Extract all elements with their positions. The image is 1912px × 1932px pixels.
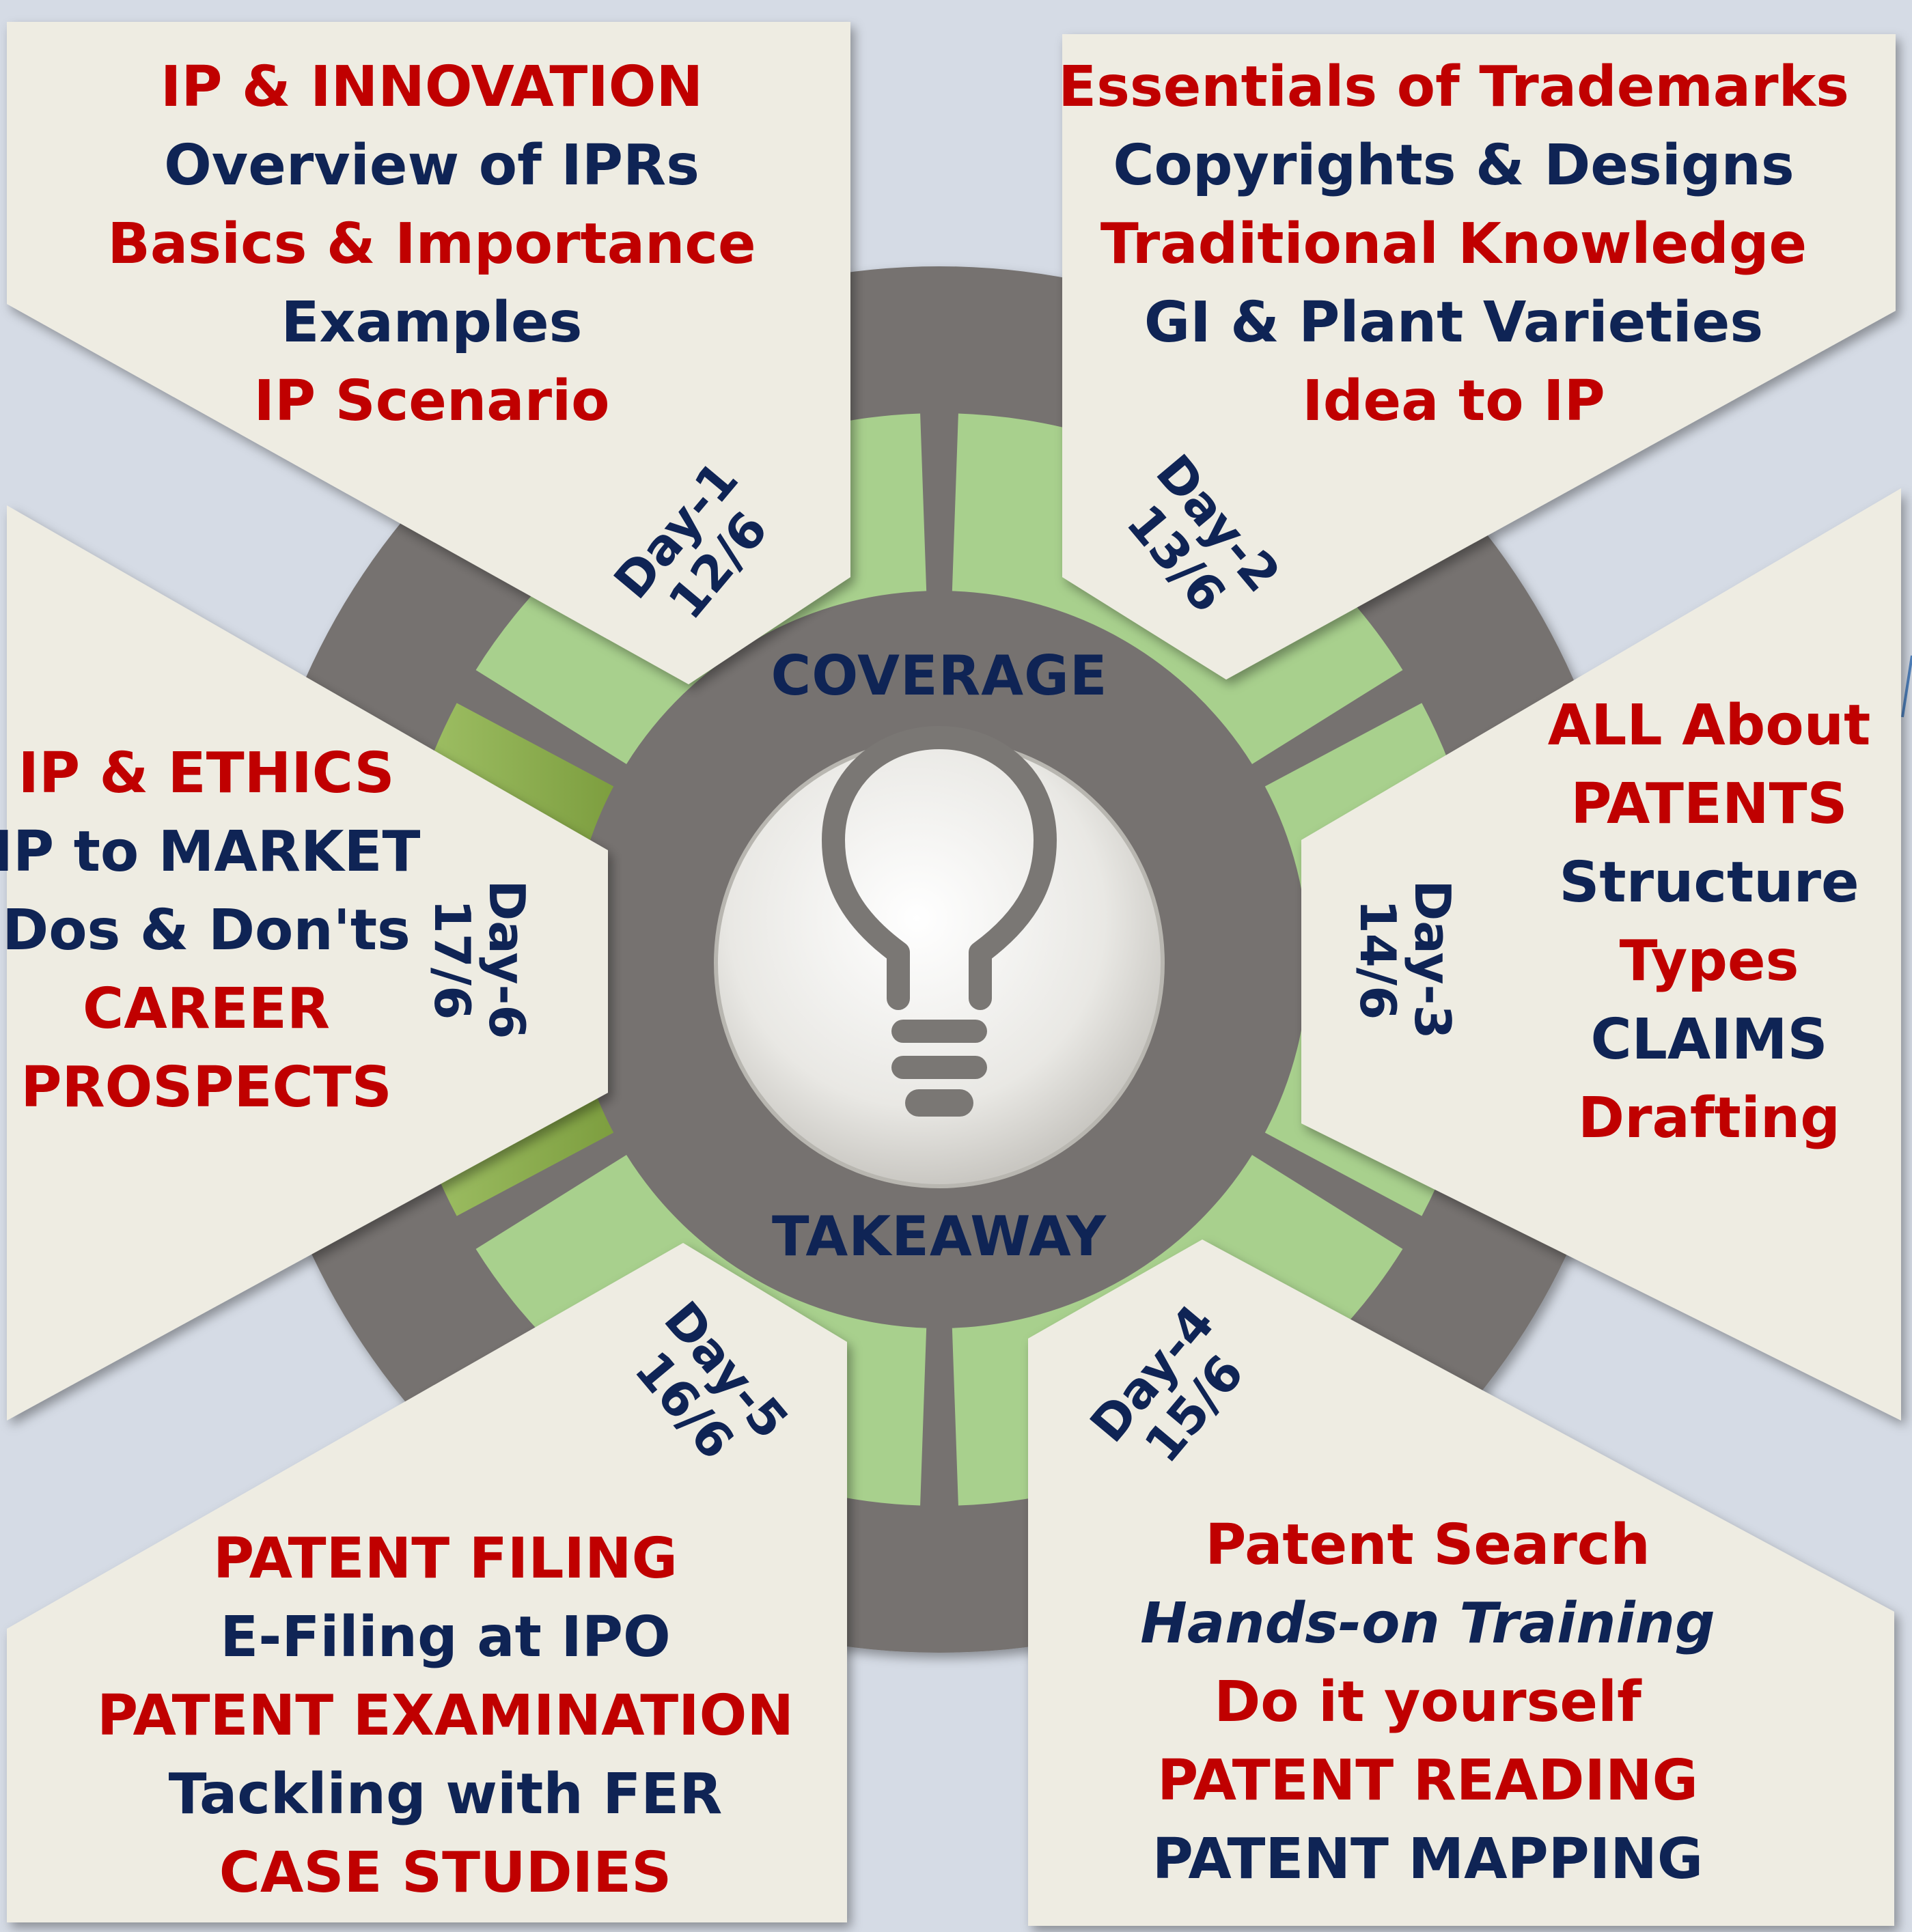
day-label-day6: Day-617/6 [424,880,536,1039]
day4-topic: Patent Search [1205,1513,1650,1578]
panel-day2 [1062,34,1896,680]
day2-topic: Traditional Knowledge [1100,212,1807,277]
lightbulb-icon [822,726,1057,1117]
day2-topic: Idea to IP [1302,369,1605,434]
day4-topic: PATENT READING [1157,1748,1698,1813]
day-date: 17/6 [424,899,481,1020]
day6-topic: IP to MARKET [0,820,421,884]
day3-topic: PATENTS [1570,772,1847,837]
day2-topic: GI & Plant Varieties [1144,290,1763,355]
day1-topic: Overview of IPRs [164,133,699,198]
day4-topic: PATENT MAPPING [1152,1827,1703,1892]
day3-topic: CLAIMS [1590,1007,1827,1072]
day3-topic: Drafting [1578,1086,1840,1151]
day3-topic: Types [1620,929,1799,994]
day-label-day3: Day-314/6 [1349,880,1461,1039]
decorative-line [1901,655,1912,718]
panel-day4 [1028,1240,1894,1926]
takeaway-label: TAKEAWAY [772,1205,1107,1268]
day6-topic: IP & ETHICS [18,741,394,806]
center-bulb [714,726,1165,1188]
day5-topic: CASE STUDIES [219,1840,672,1905]
day-name: Day-3 [1404,880,1461,1039]
day2-topic: Copyrights & Designs [1113,133,1794,198]
day-date: 14/6 [1349,899,1407,1020]
day6-topic: CAREER [83,977,330,1041]
day4-topic: Hands-on Training [1140,1591,1715,1656]
day3-topic: Structure [1559,850,1859,915]
day5-topic: E-Filing at IPO [220,1605,670,1670]
panel-day6 [7,505,608,1420]
day1-topic: IP Scenario [253,369,609,434]
day1-topic: Examples [281,290,583,355]
day1-topic: IP & INNOVATION [161,55,703,120]
day6-topic: Dos & Don'ts [2,898,411,963]
day-name: Day-6 [478,880,536,1039]
day5-topic: Tackling with FER [169,1762,723,1827]
day1-topic: Basics & Importance [107,212,756,277]
day6-topic: PROSPECTS [20,1055,391,1120]
coverage-label: COVERAGE [771,644,1108,708]
day4-topic: Do it yourself [1214,1670,1642,1735]
day5-topic: PATENT FILING [213,1526,678,1591]
day2-topic: Essentials of Trademarks [1058,55,1849,120]
panels [7,22,1901,1926]
panel-day5 [7,1243,847,1922]
panel-day3 [1301,488,1901,1420]
panel-day1 [7,22,850,684]
day5-topic: PATENT EXAMINATION [97,1683,794,1748]
day3-topic: ALL About [1548,693,1871,758]
